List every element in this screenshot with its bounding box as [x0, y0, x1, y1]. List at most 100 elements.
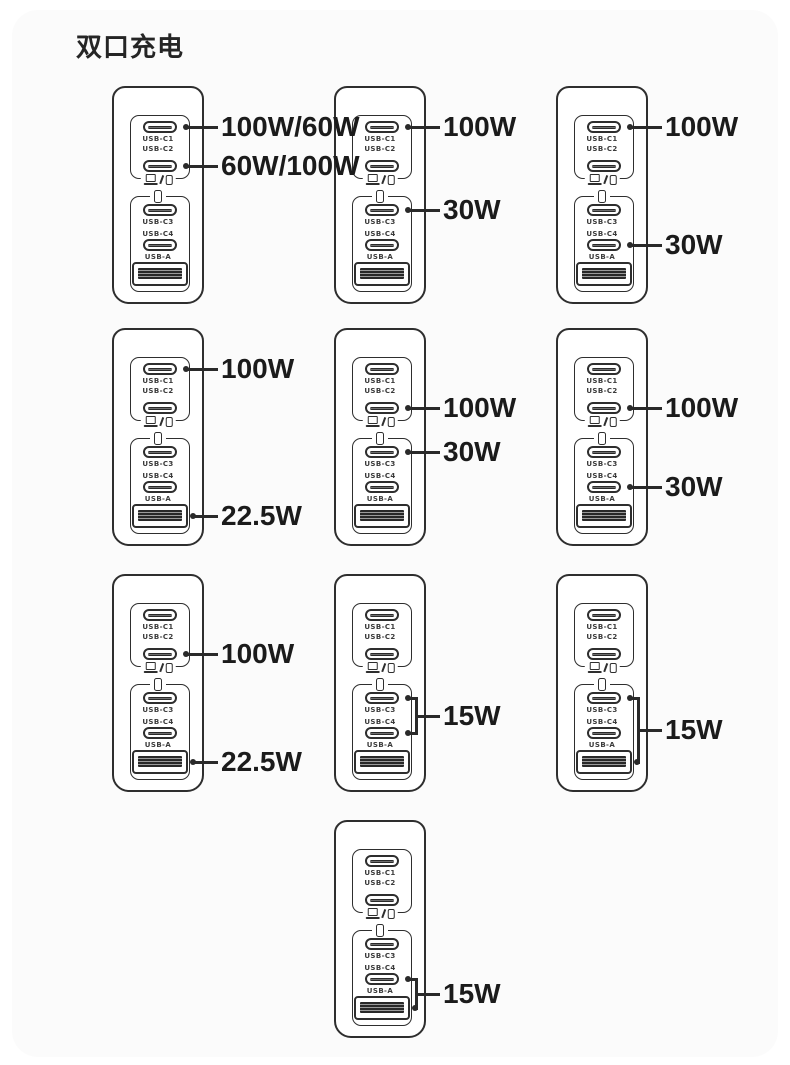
- callout-dot: [183, 163, 189, 169]
- laptop-base: [143, 671, 158, 673]
- usb-c1-port: [365, 609, 399, 621]
- callout-line: [415, 714, 440, 718]
- phone-icon: [376, 189, 384, 203]
- callout-dot: [405, 730, 411, 736]
- callout-line: [188, 164, 218, 168]
- callout-bracket-arm: [408, 696, 418, 700]
- callout-line: [632, 125, 662, 129]
- laptop-screen: [589, 662, 600, 670]
- usb-c3-port: [143, 204, 177, 216]
- callout-line: [410, 450, 440, 454]
- usb-c3-port: [587, 204, 621, 216]
- usb-a-port: [354, 504, 410, 528]
- power-label: 15W: [665, 714, 723, 745]
- callout-line: [632, 406, 662, 410]
- usb-c4-label: USB-C4: [586, 472, 618, 480]
- usb-a-port: [576, 504, 632, 528]
- phone-icon: [387, 909, 395, 919]
- usb-c1-port: [365, 363, 399, 375]
- usb-c1-label: USB-C1: [364, 377, 396, 385]
- usb-c3-label: USB-C3: [586, 460, 618, 468]
- laptop-base: [587, 183, 602, 185]
- usb-a-port: [354, 262, 410, 286]
- laptop-icon: [587, 174, 602, 185]
- usb-c1-port: [365, 855, 399, 867]
- device-icons: [362, 660, 398, 673]
- usb-a-label: USB-A: [144, 495, 172, 503]
- slash-divider-icon: [381, 175, 386, 184]
- phone-icon: [387, 417, 395, 427]
- phone-icon: [165, 175, 173, 185]
- callout-dot: [405, 976, 411, 982]
- usb-a-port: [132, 750, 188, 774]
- callout-line: [195, 514, 218, 518]
- laptop-screen: [367, 662, 378, 670]
- usb-a-label: USB-A: [588, 741, 616, 749]
- usb-c4-label: USB-C4: [142, 472, 174, 480]
- usb-a-port: [354, 996, 410, 1020]
- phone-icon: [598, 677, 606, 691]
- usb-a-label: USB-A: [588, 495, 616, 503]
- usb-a-label: USB-A: [144, 253, 172, 261]
- phone-icon: [598, 189, 606, 203]
- slash-divider-icon: [603, 175, 608, 184]
- usb-c3-port: [365, 938, 399, 950]
- laptop-icon: [587, 662, 602, 673]
- callout-line: [188, 125, 218, 129]
- phone-icon: [165, 663, 173, 673]
- phone-icon: [387, 663, 395, 673]
- phone-icon-wrap: [594, 677, 610, 691]
- usb-c4-port: [143, 481, 177, 493]
- usb-c3-label: USB-C3: [364, 706, 396, 714]
- phone-icon-wrap: [594, 189, 610, 203]
- usb-c4-port: [587, 239, 621, 251]
- usb-c4-label: USB-C4: [364, 472, 396, 480]
- device-icons: [140, 172, 176, 185]
- callout-line: [632, 243, 662, 247]
- usb-c2-label: USB-C2: [364, 387, 396, 395]
- usb-c1-port: [365, 121, 399, 133]
- power-label: 22.5W: [221, 746, 302, 777]
- usb-c3-label: USB-C3: [586, 706, 618, 714]
- callout-dot: [183, 124, 189, 130]
- callout-bracket-arm: [630, 696, 640, 700]
- usb-a-label: USB-A: [366, 253, 394, 261]
- laptop-icon: [365, 662, 380, 673]
- phone-icon: [154, 431, 162, 445]
- callout-bracket-arm: [408, 977, 418, 981]
- laptop-screen: [145, 174, 156, 182]
- callout-dot: [627, 124, 633, 130]
- power-label: 100W: [665, 111, 739, 142]
- usb-a-label: USB-A: [588, 253, 616, 261]
- usb-c2-port: [587, 160, 621, 172]
- power-label: 30W: [665, 229, 723, 260]
- phone-icon: [376, 431, 384, 445]
- power-label: 30W: [443, 194, 501, 225]
- usb-c1-port: [143, 609, 177, 621]
- phone-icon-wrap: [372, 677, 388, 691]
- phone-icon-wrap: [372, 431, 388, 445]
- usb-c3-label: USB-C3: [364, 218, 396, 226]
- phone-icon: [387, 175, 395, 185]
- laptop-icon: [143, 416, 158, 427]
- slash-divider-icon: [603, 663, 608, 672]
- laptop-base: [587, 671, 602, 673]
- usb-a-label: USB-A: [366, 495, 394, 503]
- usb-c2-port: [143, 160, 177, 172]
- slash-divider-icon: [159, 417, 164, 426]
- laptop-base: [365, 183, 380, 185]
- usb-c3-label: USB-C3: [586, 218, 618, 226]
- power-label: 100W: [443, 111, 517, 142]
- device-icons: [584, 172, 620, 185]
- callout-dot: [627, 484, 633, 490]
- callout-dot: [405, 207, 411, 213]
- phone-icon-wrap: [372, 189, 388, 203]
- callout-line: [632, 485, 662, 489]
